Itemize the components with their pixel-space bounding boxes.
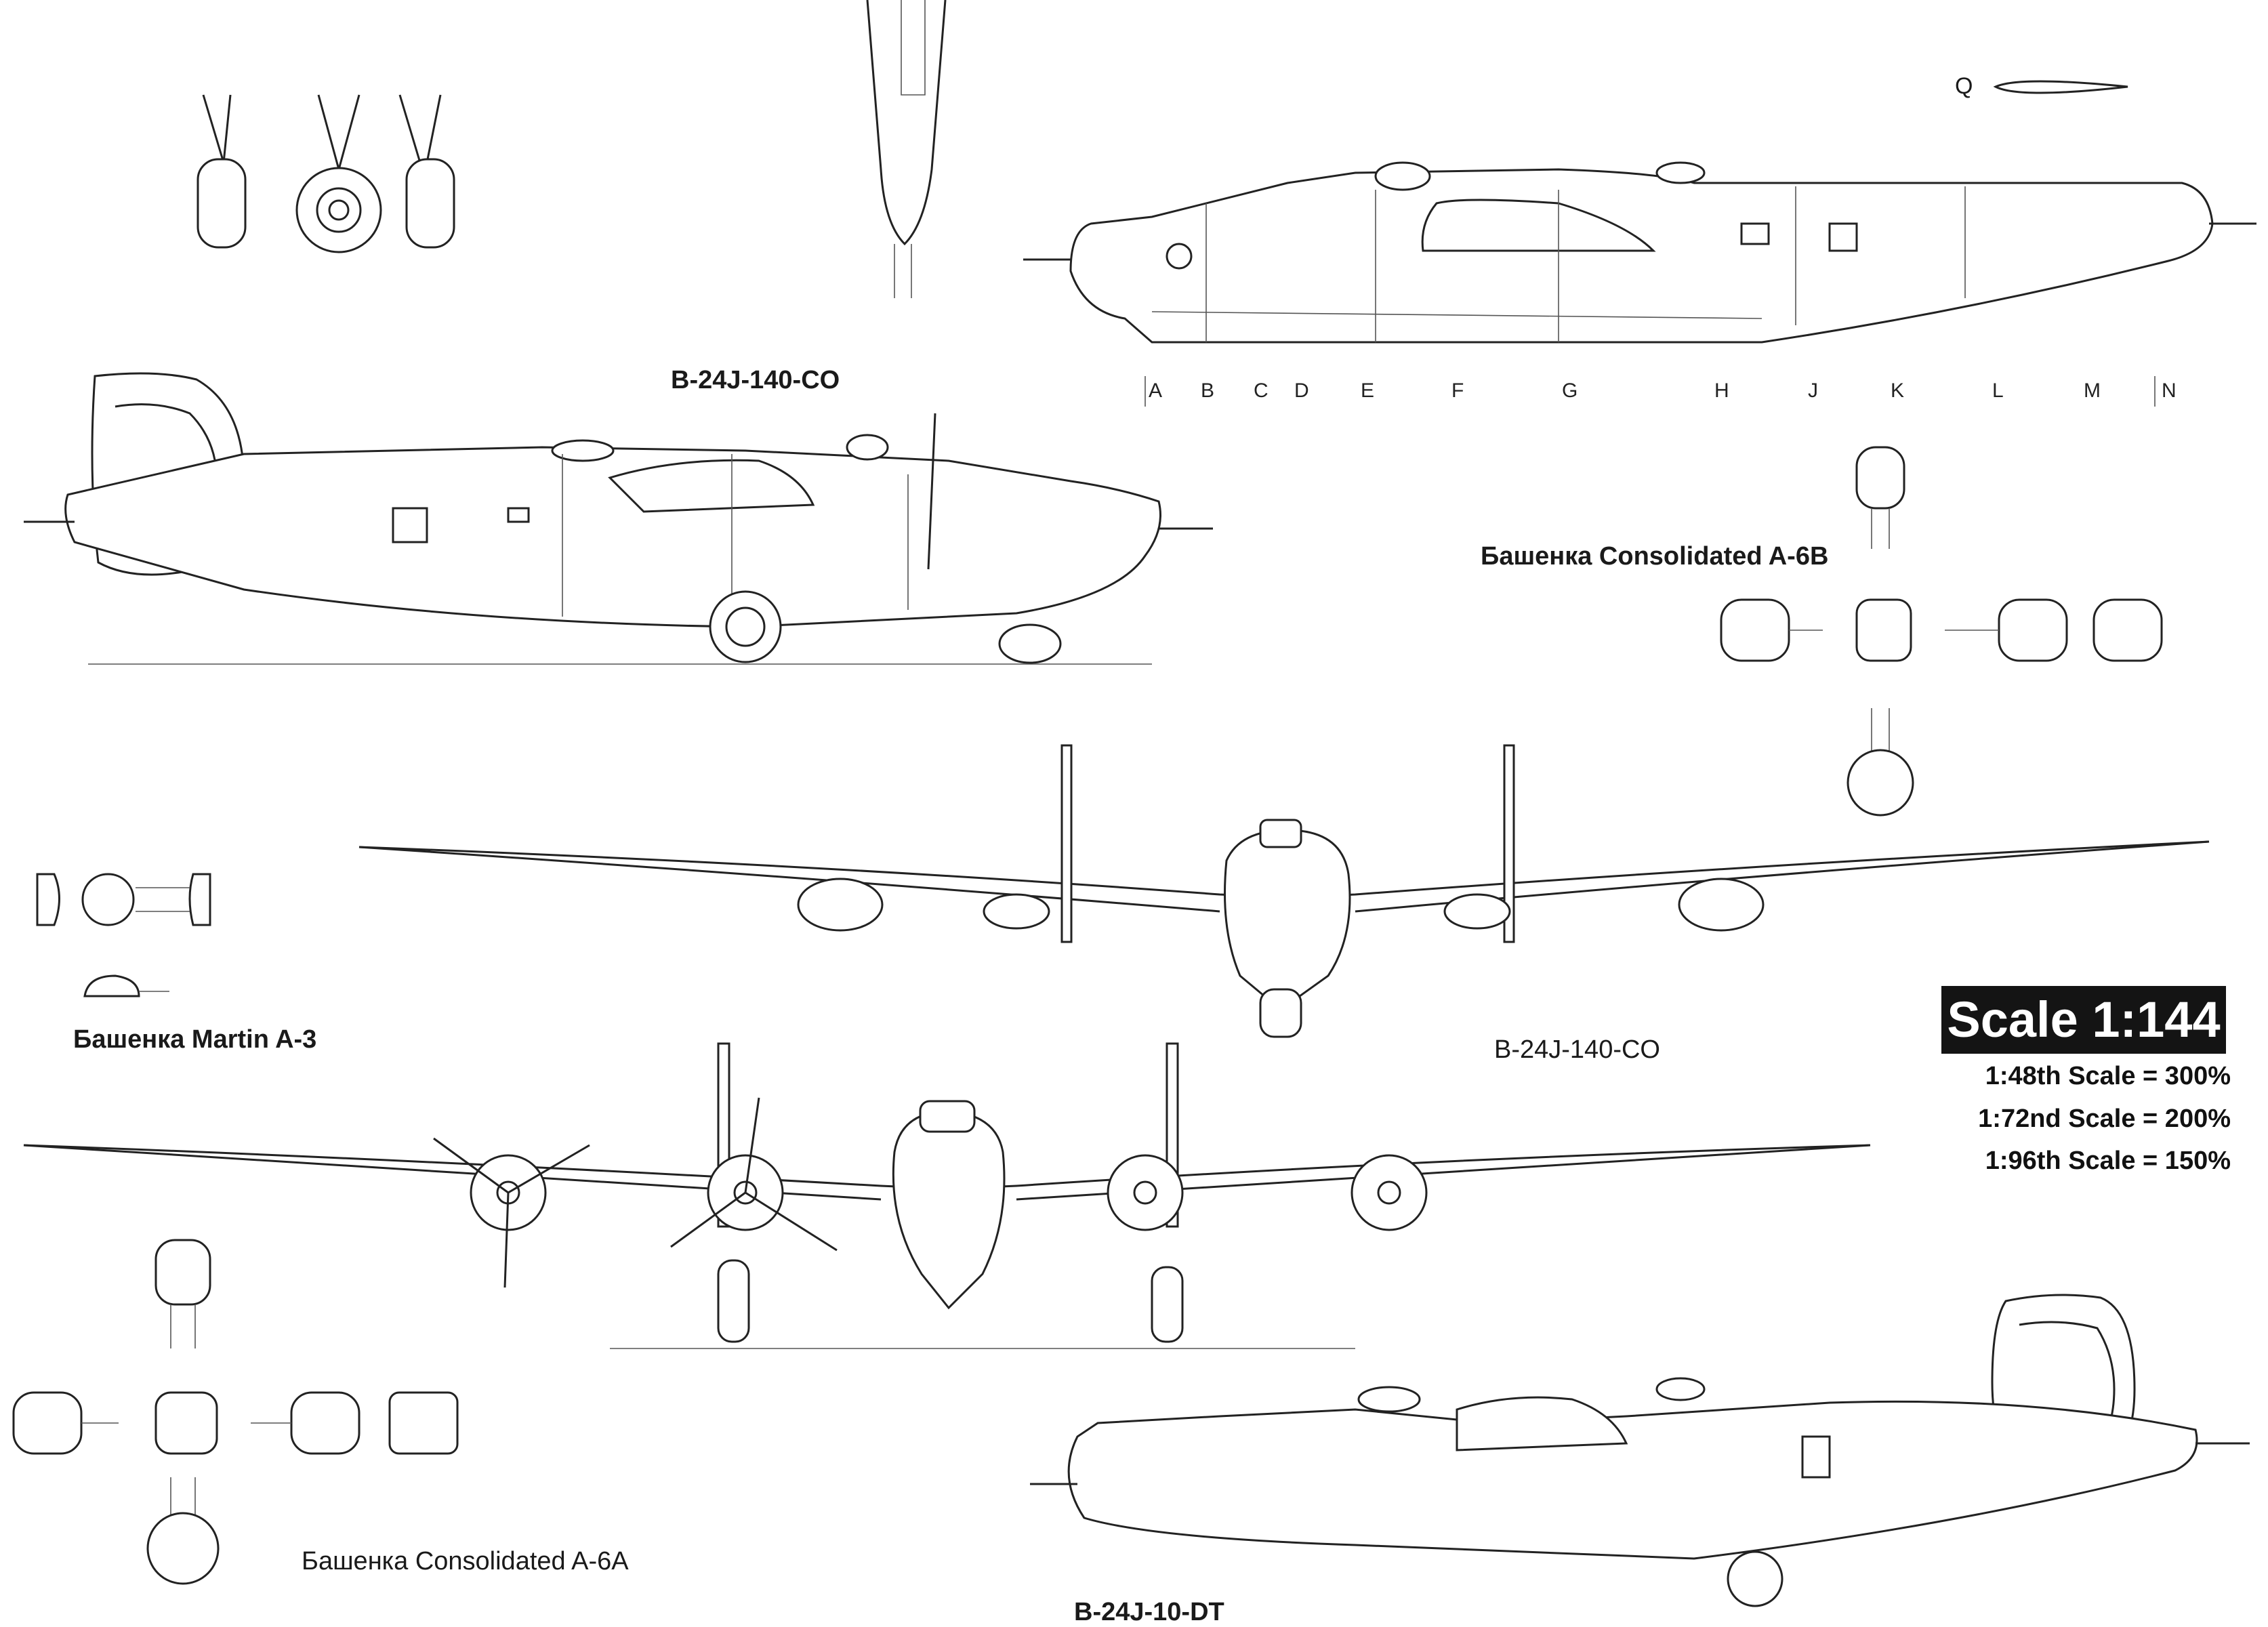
airfoil-section [1993, 80, 2128, 94]
bottom-side-view-caption: B-24J-10-DT [1074, 1598, 1224, 1626]
scale-title: Scale 1:144 [1941, 986, 2226, 1054]
station-f: F [1451, 379, 1464, 402]
scale-line-96: 1:96th Scale = 150% [1985, 1147, 2231, 1175]
station-k: K [1891, 379, 1905, 402]
landing-gear-details [197, 94, 455, 253]
station-ticks [1145, 376, 2156, 407]
aircraft-front-view-upper [358, 744, 2210, 1038]
turret-a6b-views [1720, 446, 2163, 817]
station-n: N [2162, 379, 2177, 402]
station-g: G [1562, 379, 1578, 402]
fuselage-side-view-upper [1023, 161, 2256, 344]
scale-line-72: 1:72nd Scale = 200% [1978, 1105, 2231, 1133]
station-m: M [2084, 379, 2101, 402]
turret-a6b-caption: Башенка Consolidated A-6B [1481, 542, 1829, 571]
station-b: B [1201, 379, 1215, 402]
aircraft-side-view [24, 372, 1213, 665]
station-j: J [1808, 379, 1818, 402]
nose-top-view [866, 0, 947, 298]
aircraft-side-view-lower [1030, 1294, 2250, 1607]
turret-martin-caption: Башенка Martin A-3 [73, 1025, 317, 1054]
front-view-caption: B-24J-140-CO [1494, 1035, 1660, 1064]
scale-line-48: 1:48th Scale = 300% [1985, 1062, 2231, 1090]
top-side-view-caption: B-24J-140-CO [671, 366, 840, 394]
station-a: A [1149, 379, 1163, 402]
section-mark-q: Q [1955, 73, 1973, 99]
aircraft-front-view-lower [23, 1042, 1871, 1349]
station-c: C [1254, 379, 1269, 402]
station-e: E [1361, 379, 1375, 402]
turret-a6a-views [12, 1239, 459, 1585]
station-l: L [1992, 379, 2004, 402]
station-d: D [1294, 379, 1309, 402]
station-h: H [1714, 379, 1729, 402]
turret-a6a-caption: Башенка Consolidated A-6A [302, 1547, 629, 1575]
turret-martin-views [36, 873, 211, 997]
